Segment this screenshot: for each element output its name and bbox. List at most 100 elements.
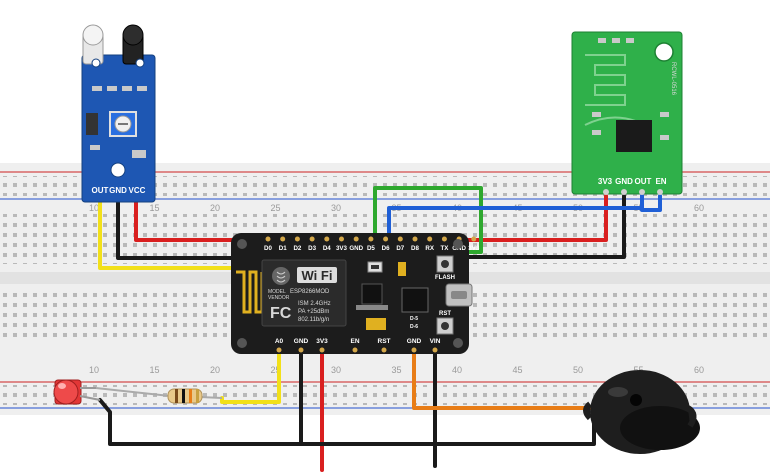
nodemcu-top-pin-hole	[265, 236, 271, 242]
nodemcu-bottom-pin-label: A0	[275, 338, 284, 345]
nodemcu-top-pin-hole	[309, 236, 315, 242]
radar-sensor-module: RCWL-0516 3V3 GND OUT EN	[571, 31, 683, 195]
nodemcu-bottom-pin-hole	[432, 347, 438, 353]
nodemcu-top-pin-hole	[471, 236, 477, 242]
nodemcu-top-pin-hole	[412, 236, 418, 242]
column-number-top: 60	[694, 203, 704, 213]
d6-label: D-6	[410, 324, 418, 330]
nodemcu-bottom-pin-label: GND	[294, 338, 309, 345]
column-number-top: 25	[270, 203, 280, 213]
radar-pin-label-out: OUT	[635, 177, 652, 186]
nodemcu-bottom-pin-label: VIN	[430, 338, 441, 345]
nodemcu-bottom-pin-hole	[298, 347, 304, 353]
radar-sensor-pcb	[571, 31, 683, 195]
column-number-bottom: 15	[149, 365, 159, 375]
nodemcu-top-pin-hole	[294, 236, 300, 242]
nodemcu-board: D0D1D2D3D43V3GNDD5D6D7D8RXTXGND3V3 A0GND…	[231, 233, 480, 354]
wire-ir-gnd-black	[116, 196, 234, 260]
nodemcu-bottom-pin-hole	[276, 347, 282, 353]
wire-radar-out-green	[373, 186, 483, 254]
ir-pin-label-gnd: GND	[109, 186, 127, 195]
espressif-logo-icon	[272, 267, 290, 285]
column-number-bottom: 60	[694, 365, 704, 375]
nodemcu-top-pin-label: D6	[382, 245, 390, 252]
radar-antenna-trace	[585, 54, 626, 106]
red-led-dome	[53, 379, 79, 405]
column-number-bottom: 40	[452, 365, 462, 375]
nodemcu-top-pin-hole	[368, 236, 374, 242]
wifi-logo: Wi Fi	[302, 268, 333, 283]
nodemcu-bottom-pin-label: 3V3	[316, 338, 328, 345]
wire-buzzer-gnd-black	[299, 418, 596, 446]
d5-label: D-5	[410, 316, 418, 322]
nodemcu-top-pin-label: D4	[323, 245, 331, 252]
nodemcu-top-pin-label: GND	[349, 245, 363, 252]
column-number-bottom: 30	[331, 365, 341, 375]
nodemcu-top-pin-hole	[324, 236, 330, 242]
wire-buzzer-orange	[412, 343, 592, 410]
vendor-label: VENDOR	[268, 295, 290, 301]
resistor	[95, 387, 223, 404]
nodemcu-bottom-pin-hole	[319, 347, 325, 353]
capacitor	[366, 318, 386, 330]
nodemcu-top-pin-label: D8	[411, 245, 419, 252]
rst-button-label: RST	[439, 311, 451, 317]
nodemcu-bottom-pin-label: GND	[407, 338, 422, 345]
column-number-bottom: 35	[391, 365, 401, 375]
column-number-top: 20	[210, 203, 220, 213]
nodemcu-top-pin-hole	[397, 236, 403, 242]
model-value: ESP8266MOD	[290, 289, 330, 295]
radar-chip	[616, 120, 652, 152]
nodemcu-bottom-pin-hole	[381, 347, 387, 353]
wifi-antenna	[236, 270, 264, 314]
usb-uart-chip	[401, 287, 429, 313]
radar-code-label: RCWL-0516	[670, 62, 676, 96]
nodemcu-top-pin-hole	[427, 236, 433, 242]
nodemcu-top-pin-label: D5	[367, 245, 375, 252]
radar-pin-label-3v3: 3V3	[598, 177, 613, 186]
wire-radar-3v3-red	[466, 194, 608, 242]
spec-text: 802.11b/g/n	[298, 317, 329, 323]
ir-pin-label-out: OUT	[92, 186, 109, 195]
column-number-bottom: 55	[633, 365, 643, 375]
column-number-top: 30	[331, 203, 341, 213]
radar-pin-label-en: EN	[655, 177, 666, 186]
column-number-bottom: 50	[573, 365, 583, 375]
ir-emitter-led-dome	[82, 24, 104, 46]
fc-mark: FC	[270, 305, 292, 322]
nodemcu-top-pin-hole	[383, 236, 389, 242]
column-number-top: 15	[149, 203, 159, 213]
nodemcu-bottom-pin-hole	[411, 347, 417, 353]
nodemcu-top-pin-hole	[280, 236, 286, 242]
model-label: MODEL	[268, 289, 286, 295]
nodemcu-bottom-pin-hole	[352, 347, 358, 353]
nodemcu-top-pin-label: TX	[440, 245, 449, 252]
ir-pin-label-vcc: VCC	[129, 186, 146, 195]
column-number-bottom: 20	[210, 365, 220, 375]
column-numbers-bottom: 10 15 20 25 30 35 40 45 50 55 60	[89, 365, 704, 375]
column-number-bottom: 45	[512, 365, 522, 375]
nodemcu-top-pin-label: 3V3	[468, 245, 480, 252]
nodemcu-top-pin-label: D7	[396, 245, 404, 252]
wires	[98, 186, 662, 472]
flash-label: FLASH	[435, 275, 455, 281]
buzzer	[583, 370, 700, 454]
nodemcu-top-pin-hole	[353, 236, 359, 242]
column-number-top: 10	[89, 203, 99, 213]
column-number-bottom: 10	[89, 365, 99, 375]
wire-radar-gnd-black	[466, 194, 626, 259]
wire-led-gnd-black	[98, 343, 303, 446]
buzzer-hole	[630, 394, 642, 406]
wire-ir-out-yellow	[98, 196, 234, 270]
nodemcu-top-pin-label: 3V3	[336, 245, 348, 252]
ir-sensor-chip	[86, 113, 98, 135]
column-number-bottom: 25	[270, 365, 280, 375]
radar-mount-hole	[654, 42, 674, 62]
nodemcu-top-pin-hole	[339, 236, 344, 242]
red-led	[53, 379, 101, 405]
nodemcu-top-pin-label: D1	[279, 245, 287, 252]
nodemcu-top-pins: D0D1D2D3D43V3GNDD5D6D7D8RXTXGND3V3	[264, 236, 480, 252]
